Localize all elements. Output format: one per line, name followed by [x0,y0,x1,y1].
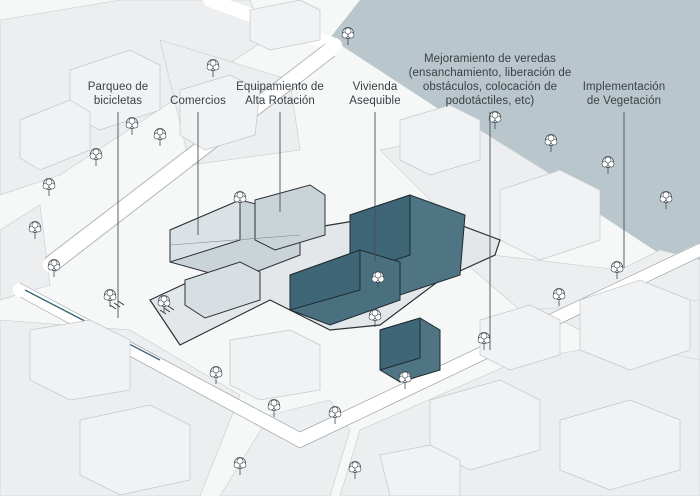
surrounding-buildings [19,0,691,496]
label-vegetacion: Implementación de Vegetación [582,81,666,107]
leader-lines [117,112,625,350]
park-area [330,0,700,280]
vivienda-building [289,194,466,326]
corner-building [379,317,441,383]
label-comercios: Comercios [170,95,226,107]
label-equipamiento: Equipamiento de Alta Rotación [236,81,324,107]
label-mejoramiento-veredas: Mejoramiento de veredas (ensanchamiento,… [408,53,572,107]
bike-parking [109,300,175,315]
equipamiento-building [169,184,326,319]
label-vivienda: Vivienda Asequible [349,81,401,107]
label-parqueo-bicicletas: Parqueo de bicicletas [87,81,149,107]
